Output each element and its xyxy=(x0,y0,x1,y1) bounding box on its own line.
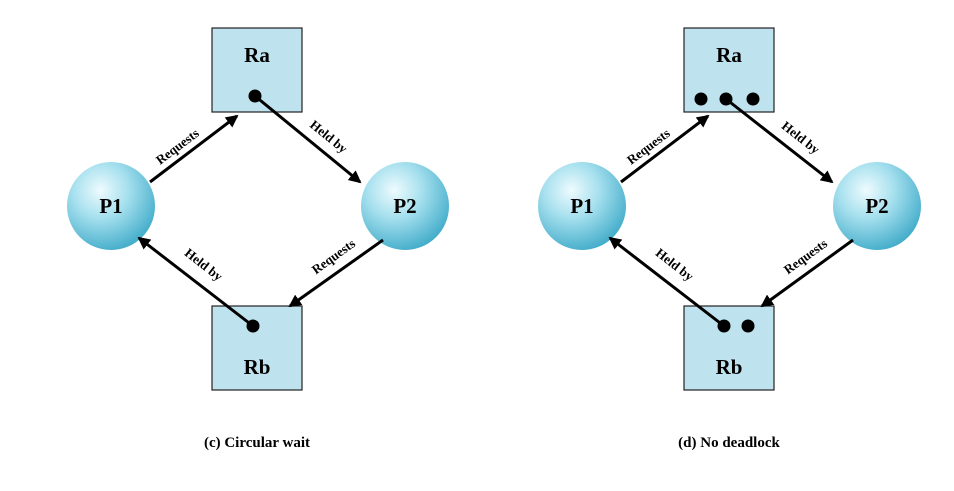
edge-label-held-by: Held by xyxy=(307,117,351,156)
edge-p2-requests-rb xyxy=(760,238,854,308)
process-p1-label: P1 xyxy=(570,194,593,218)
edge-ra-held-by-p2 xyxy=(254,94,362,184)
process-p1: P1 xyxy=(538,162,626,250)
edge-ra-held-by-p2 xyxy=(725,97,834,184)
resource-instance-dot xyxy=(741,319,755,333)
resource-rb-box xyxy=(211,305,303,391)
resource-rb: Rb xyxy=(683,305,775,391)
process-p2-circle xyxy=(833,162,921,250)
resource-rb-box xyxy=(683,305,775,391)
process-p1-circle xyxy=(538,162,626,250)
process-p1-label: P1 xyxy=(99,194,122,218)
resource-ra-label: Ra xyxy=(244,43,270,67)
resource-ra: Ra xyxy=(683,27,775,113)
edge-rb-held-by-p1 xyxy=(608,236,725,328)
resource-rb: Rb xyxy=(211,305,303,391)
process-p2-label: P2 xyxy=(393,194,416,218)
resource-rb-label: Rb xyxy=(716,355,743,379)
edge-rb-held-by-p1 xyxy=(137,236,254,328)
edge-p1-requests-ra xyxy=(620,114,710,184)
resource-instance-dot xyxy=(746,92,760,106)
process-p2-label: P2 xyxy=(865,194,888,218)
process-p1-circle xyxy=(67,162,155,250)
process-p2-circle xyxy=(361,162,449,250)
edge-p1-requests-ra xyxy=(149,114,239,184)
resource-ra-label: Ra xyxy=(716,43,742,67)
edge-label-requests: Requests xyxy=(309,236,358,277)
edge-label-held-by: Held by xyxy=(653,245,697,284)
edge-label-held-by: Held by xyxy=(779,118,823,157)
edge-label-requests: Requests xyxy=(781,236,830,277)
process-p1: P1 xyxy=(67,162,155,250)
edge-label-held-by: Held by xyxy=(182,245,226,284)
caption-no-deadlock: (d) No deadlock xyxy=(678,435,780,451)
resource-instance-dot xyxy=(694,92,708,106)
diagram-no-deadlock: Ra Rb P1 P2 Requests Held by Requests xyxy=(538,27,921,451)
process-p2: P2 xyxy=(361,162,449,250)
diagram-circular-wait: Ra Rb P1 P2 Requests Held by Requests He… xyxy=(67,27,449,451)
edge-p2-requests-rb xyxy=(288,238,384,308)
process-p2: P2 xyxy=(833,162,921,250)
caption-circular-wait: (c) Circular wait xyxy=(204,435,310,451)
resource-rb-label: Rb xyxy=(244,355,271,379)
